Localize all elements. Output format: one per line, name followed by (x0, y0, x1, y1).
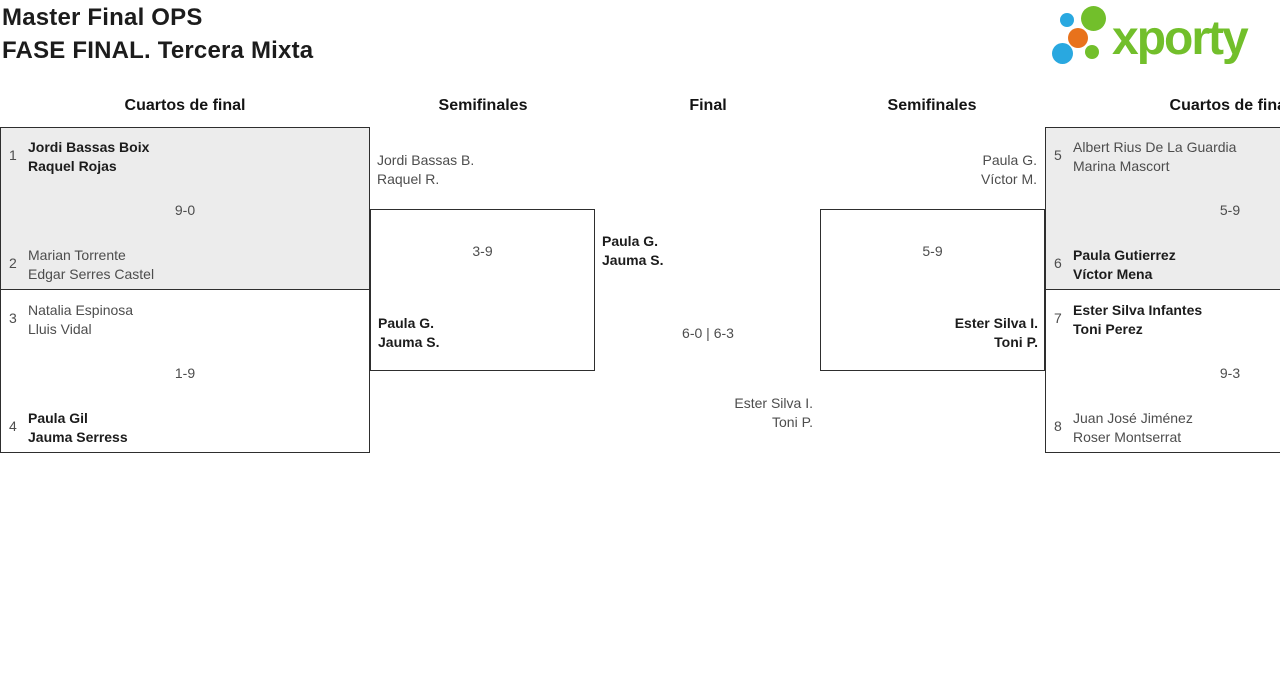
player-name: Víctor M. (980, 171, 1037, 187)
logo-wordmark: xporty (1112, 12, 1249, 65)
player-name: Toni Perez (1073, 321, 1143, 337)
logo-dot-blue-small (1060, 13, 1074, 27)
match-box-qf-left-a: 1 Jordi Bassas Boix Raquel Rojas 9-0 2 M… (0, 127, 370, 290)
match-score: 9-3 (1219, 365, 1241, 381)
match-score: 5-9 (1219, 202, 1241, 218)
team-entry-sf-right-top: Paula G. Víctor M. (737, 151, 1037, 189)
player-name: Edgar Serres Castel (28, 266, 155, 282)
tournament-title: Master Final OPS (2, 4, 203, 31)
player-name: Raquel Rojas (28, 158, 117, 174)
player-name: Marian Torrente (28, 247, 126, 263)
match-box-sf-right: 5-9 Ester Silva I. Toni P. (820, 209, 1045, 371)
final-score: 6-0 | 6-3 (682, 325, 734, 341)
seed-number: 2 (9, 255, 17, 271)
player-name: Jauma Serress (28, 429, 128, 445)
team-entry: Marian Torrente Edgar Serres Castel (28, 246, 154, 284)
match-box-sf-left: 3-9 Paula G. Jauma S. (370, 209, 595, 371)
logo-dot-blue-large (1052, 43, 1073, 64)
team-entry: Jordi Bassas Boix Raquel Rojas (28, 138, 149, 176)
seed-number: 4 (9, 418, 17, 434)
player-name: Jordi Bassas B. (377, 152, 475, 168)
player-name: Toni P. (994, 334, 1038, 350)
player-name: Paula G. (982, 152, 1037, 168)
team-entry: Ester Silva I. Toni P. (821, 314, 1038, 352)
player-name: Jordi Bassas Boix (28, 139, 150, 155)
player-name: Lluis Vidal (28, 321, 92, 337)
logo-dot-green-small (1085, 45, 1099, 59)
player-name: Ester Silva I. (954, 315, 1038, 331)
player-name: Natalia Espinosa (28, 302, 134, 318)
team-entry: Paula Gutierrez Víctor Mena (1073, 246, 1176, 284)
column-header-quarterfinals-left: Cuartos de final (124, 97, 246, 114)
player-name: Jauma S. (378, 334, 440, 350)
seed-number: 8 (1054, 418, 1062, 434)
xporty-logo[interactable]: xporty (1052, 6, 1280, 70)
player-name: Toni P. (772, 414, 813, 430)
player-name: Roser Montserrat (1073, 429, 1182, 445)
player-name: Víctor Mena (1073, 266, 1153, 282)
seed-number: 5 (1054, 147, 1062, 163)
match-score: 5-9 (922, 243, 943, 259)
player-name: Marina Mascort (1073, 158, 1170, 174)
player-name: Paula Gutierrez (1073, 247, 1176, 263)
column-header-semifinals-left: Semifinales (438, 97, 528, 114)
team-entry-final-top: Paula G. Jauma S. (602, 232, 663, 270)
team-entry: Paula G. Jauma S. (378, 314, 439, 352)
player-name: Paula G. (602, 233, 659, 249)
team-entry: Natalia Espinosa Lluis Vidal (28, 301, 133, 339)
match-box-qf-left-b: 3 Natalia Espinosa Lluis Vidal 1-9 4 Pau… (0, 289, 370, 453)
player-name: Juan José Jiménez (1073, 410, 1193, 426)
match-score: 1-9 (174, 365, 196, 381)
column-header-quarterfinals-right: Cuartos de final (1169, 97, 1280, 114)
team-entry: Paula Gil Jauma Serress (28, 409, 128, 447)
page-title: Master Final OPS FASE FINAL. Tercera Mix… (2, 1, 313, 67)
match-box-qf-right-b: 7 Ester Silva Infantes Toni Perez 9-3 8 … (1045, 289, 1280, 453)
player-name: Ester Silva Infantes (1073, 302, 1203, 318)
team-entry-final-bottom: Ester Silva I. Toni P. (513, 394, 813, 432)
team-entry: Ester Silva Infantes Toni Perez (1073, 301, 1202, 339)
phase-title: FASE FINAL. Tercera Mixta (2, 37, 314, 64)
player-name: Paula Gil (28, 410, 88, 426)
match-score: 3-9 (472, 243, 493, 259)
match-score: 9-0 (174, 202, 196, 218)
player-name: Ester Silva I. (734, 395, 813, 411)
team-entry: Albert Rius De La Guardia Marina Mascort (1073, 138, 1236, 176)
player-name: Paula G. (378, 315, 435, 331)
logo-dot-orange (1068, 28, 1088, 48)
column-header-final: Final (689, 97, 727, 114)
logo-dot-green-large (1081, 6, 1106, 31)
player-name: Raquel R. (377, 171, 440, 187)
team-entry-sf-left-top: Jordi Bassas B. Raquel R. (377, 151, 474, 189)
team-entry: Juan José Jiménez Roser Montserrat (1073, 409, 1193, 447)
seed-number: 3 (9, 310, 17, 326)
seed-number: 1 (9, 147, 17, 163)
match-box-qf-right-a: 5 Albert Rius De La Guardia Marina Masco… (1045, 127, 1280, 290)
column-header-semifinals-right: Semifinales (887, 97, 977, 114)
seed-number: 7 (1054, 310, 1062, 326)
player-name: Jauma S. (602, 252, 664, 268)
player-name: Albert Rius De La Guardia (1073, 139, 1237, 155)
seed-number: 6 (1054, 255, 1062, 271)
